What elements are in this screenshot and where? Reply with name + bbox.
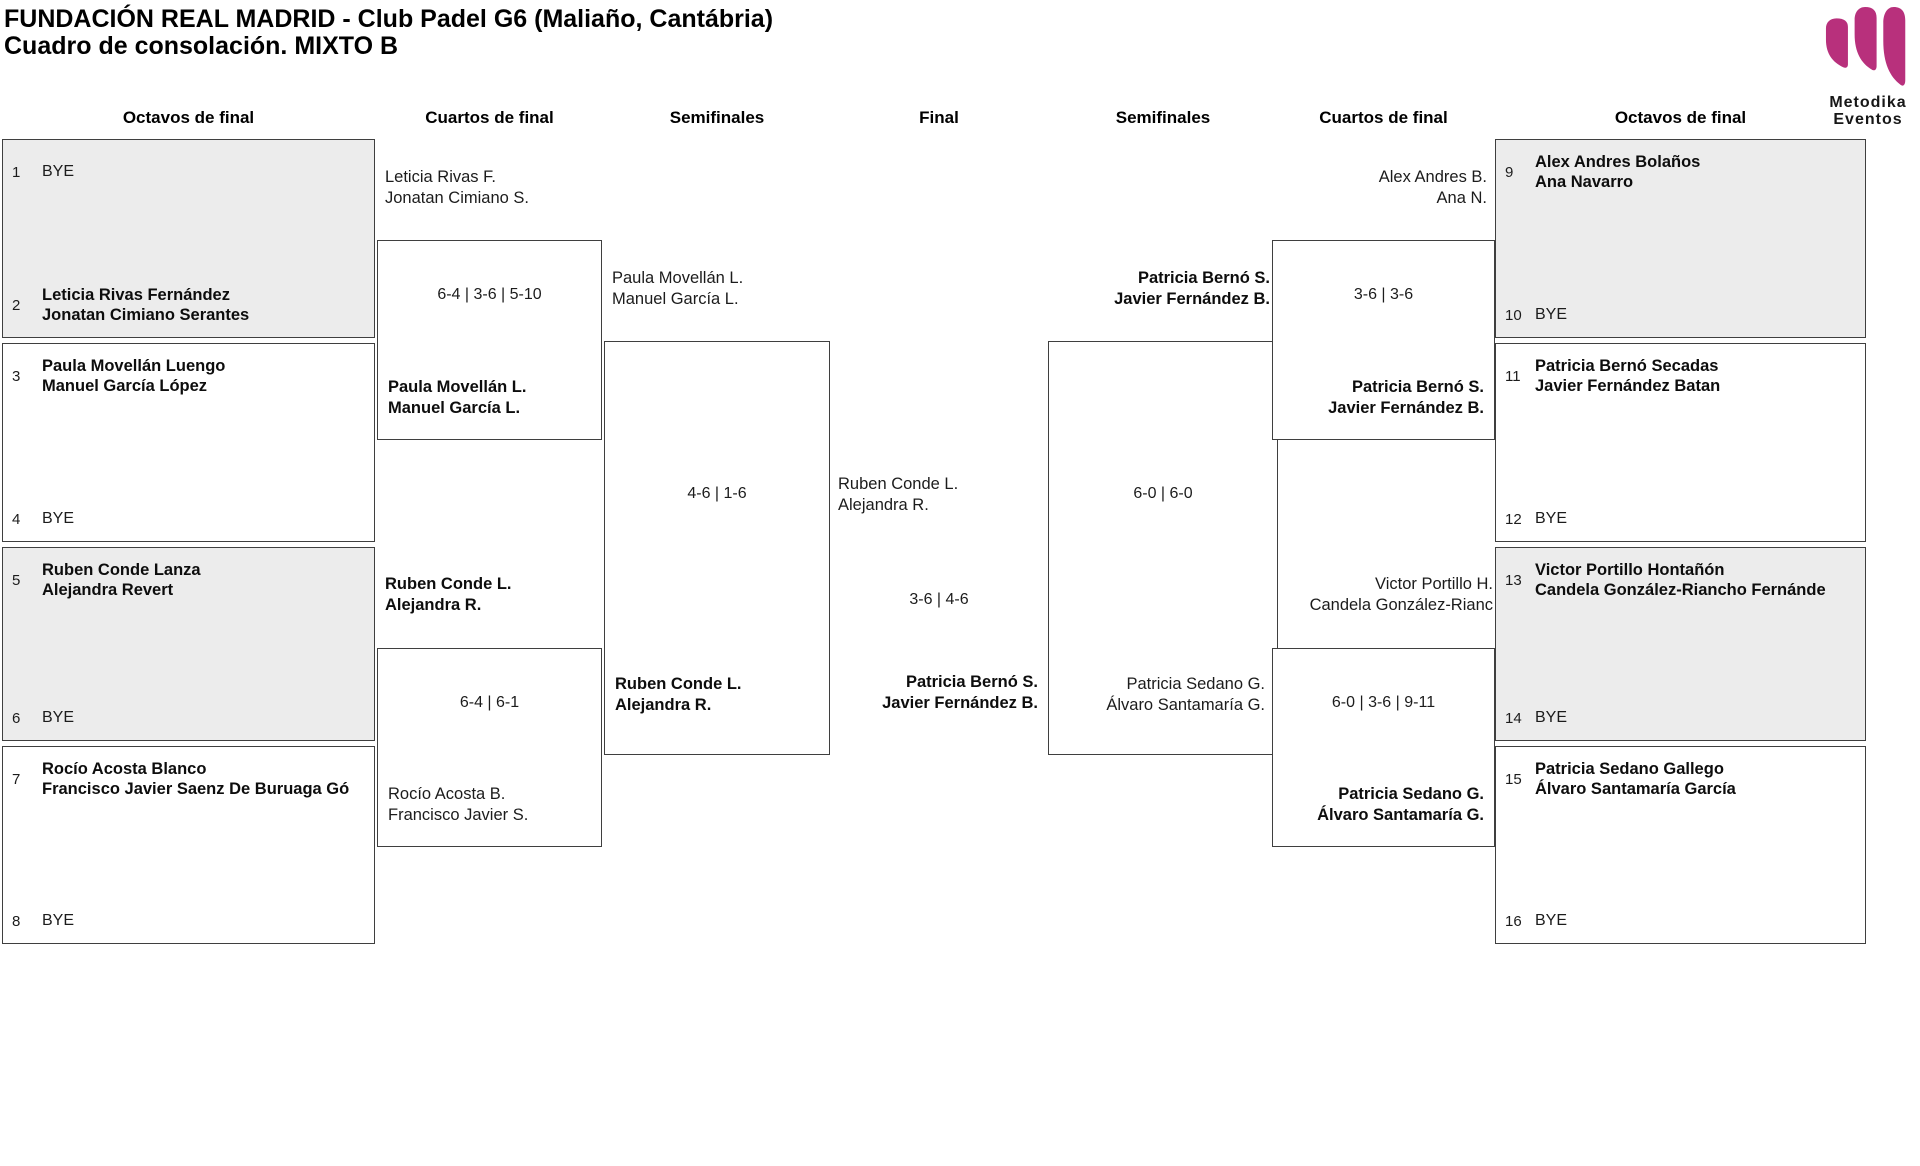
team-names: BYE [1535, 306, 1568, 323]
match-box-cuartos-left-1: 6-4 | 3-6 | 5-10 Paula Movellán L.Manuel… [377, 240, 602, 440]
seed-number: 13 [1505, 571, 1522, 589]
final-score: 3-6 | 4-6 [909, 591, 969, 608]
round-header-semis-left: Semifinales [669, 108, 765, 127]
team-entry: 16 BYE [1505, 911, 1860, 931]
seed-number: 10 [1505, 306, 1522, 324]
match-score: 6-0 | 3-6 | 9-11 [1331, 694, 1436, 711]
winner-label: Patricia Bernó S.Javier Fernández B. [1328, 378, 1484, 417]
match-box-cuartos-left-2: 6-4 | 6-1 Rocío Acosta B.Francisco Javie… [377, 648, 602, 847]
seed-number: 12 [1505, 510, 1522, 528]
team-entry: 1 BYE [12, 152, 369, 192]
advancer-label: Patricia Bernó S.Javier Fernández B. [1114, 269, 1270, 308]
match-score: 4-6 | 1-6 [687, 485, 747, 502]
match-score: 6-0 | 6-0 [1133, 485, 1193, 502]
seed-number: 5 [12, 571, 21, 589]
seed-number: 11 [1505, 367, 1521, 385]
winner-label: Paula Movellán L.Manuel García L. [388, 378, 527, 417]
winner-label: Patricia Sedano G.Álvaro Santamaría G. [1106, 675, 1265, 714]
seed-number: 4 [12, 510, 21, 528]
seed-number: 9 [1505, 163, 1514, 181]
brand-name-line2: Eventos [1833, 111, 1903, 128]
advancer-label: Paula Movellán L.Manuel García L. [612, 269, 744, 308]
team-names: BYE [1535, 912, 1568, 929]
round-header-cuartos-left: Cuartos de final [425, 108, 554, 127]
seed-number: 15 [1505, 770, 1522, 788]
winner-label: Rocío Acosta B.Francisco Javier S. [388, 785, 529, 824]
final-team-right: Patricia Bernó S.Javier Fernández B. [882, 673, 1038, 712]
advancer-label: Ruben Conde L.Alejandra R. [385, 575, 512, 614]
match-score: 6-4 | 3-6 | 5-10 [437, 286, 542, 303]
team-entry: 6 BYE [12, 708, 369, 728]
team-names: BYE [42, 163, 75, 180]
match-box-cuartos-right-2: 6-0 | 3-6 | 9-11 Patricia Sedano G.Álvar… [1272, 648, 1495, 847]
team-entry: 10 BYE [1505, 305, 1860, 325]
round-header-octavos-right: Octavos de final [1614, 108, 1747, 127]
winner-label: Ruben Conde L.Alejandra R. [615, 675, 742, 714]
match-box-semifinal-right: 6-0 | 6-0 Patricia Sedano G.Álvaro Santa… [1048, 341, 1278, 755]
seed-number: 6 [12, 709, 21, 727]
seed-number: 2 [12, 296, 21, 314]
round-header-octavos-left: Octavos de final [122, 108, 255, 127]
match-score: 6-4 | 6-1 [459, 694, 520, 711]
seed-number: 16 [1505, 912, 1522, 930]
team-entry: 4 BYE [12, 509, 369, 529]
team-entry: 12 BYE [1505, 509, 1860, 529]
round-header-cuartos-right: Cuartos de final [1319, 108, 1448, 127]
page-subtitle: Cuadro de consolación. MIXTO B [4, 32, 399, 60]
brand-logo: Metodika Eventos [1816, 4, 1920, 128]
seed-number: 3 [12, 367, 21, 385]
seed-number: 8 [12, 912, 21, 930]
match-box-cuartos-right-1: 3-6 | 3-6 Patricia Bernó S.Javier Fernán… [1272, 240, 1495, 440]
advancer-label: Alex Andres B.Ana N. [1378, 168, 1487, 207]
metodika-logo-icon [1816, 4, 1920, 94]
team-names: BYE [1535, 510, 1568, 527]
round-header-semis-right: Semifinales [1115, 108, 1211, 127]
final-team-left: Ruben Conde L.Alejandra R. [838, 475, 959, 514]
seed-number: 7 [12, 770, 21, 788]
match-box-semifinal-left: 4-6 | 1-6 Ruben Conde L.Alejandra R. [604, 341, 830, 755]
team-names: BYE [42, 912, 75, 929]
team-entry: 14 BYE [1505, 708, 1860, 728]
advancer-label: Victor Portillo H.Candela González-Rianc [1309, 575, 1493, 614]
match-score: 3-6 | 3-6 [1353, 286, 1414, 303]
brand-name-line1: Metodika [1829, 94, 1907, 111]
team-entry: 8 BYE [12, 911, 369, 931]
seed-number: 14 [1505, 709, 1522, 727]
winner-label: Patricia Sedano G.Álvaro Santamaría G. [1317, 785, 1484, 824]
team-names: BYE [42, 510, 75, 527]
team-names: BYE [42, 709, 75, 726]
team-names: BYE [1535, 709, 1568, 726]
seed-number: 1 [12, 163, 21, 181]
page-title: FUNDACIÓN REAL MADRID - Club Padel G6 (M… [4, 6, 773, 60]
page-title-line1: FUNDACIÓN REAL MADRID - Club Padel G6 (M… [4, 5, 774, 33]
round-header-final: Final [919, 108, 959, 127]
advancer-label: Leticia Rivas F.Jonatan Cimiano S. [385, 168, 529, 207]
